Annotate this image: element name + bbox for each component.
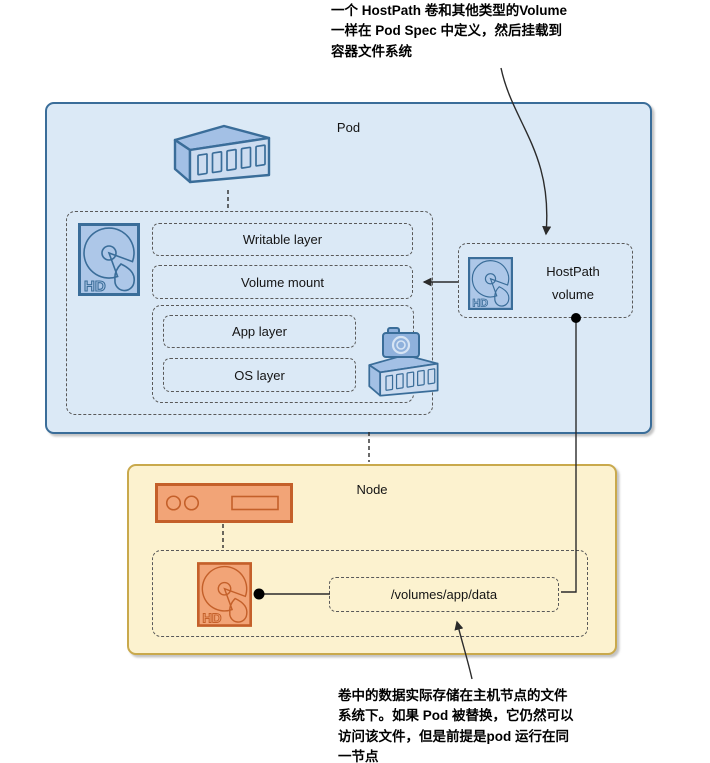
bottom-annotation-line: 一节点 [338, 749, 379, 763]
node-disk-icon [198, 563, 251, 626]
writable-layer-label: Writable layer [242, 232, 323, 247]
hostpath-volume-label: HostPath volume [517, 260, 629, 306]
host-path-box: /volumes/app/data [329, 577, 559, 612]
app-layer-box: App layer [163, 315, 356, 348]
hostpath-volume-box: HostPath volume [458, 243, 633, 318]
top-annotation-line: 容器文件系统 [331, 43, 412, 59]
bottom-annotation-line: 卷中的数据实际存储在主机节点的文件 [338, 688, 568, 703]
os-layer-box: OS layer [163, 358, 356, 392]
camera-icon [382, 327, 420, 358]
hostpath-label-line2: volume [552, 287, 594, 302]
container-icon [173, 124, 271, 184]
writable-layer-box: Writable layer [152, 223, 413, 256]
top-annotation-line: 一样在 Pod Spec 中定义，然后挂载到 [331, 23, 563, 39]
node-filesystem-box [152, 550, 588, 637]
pod-box: Pod [45, 102, 652, 434]
os-layer-label: OS layer [234, 367, 285, 383]
hostpath-disk-icon [469, 258, 512, 310]
top-annotation: 一个 HostPath 卷和其他类型的Volume 一样在 Pod Spec 中… [331, 1, 567, 62]
bottom-annotation: 卷中的数据实际存储在主机节点的文件 系统下。如果 Pod 被替换，它仍然可以 访… [338, 686, 574, 763]
hostpath-label-line1: HostPath [546, 264, 600, 279]
server-unit-icon [155, 483, 293, 523]
app-layer-label: App layer [232, 324, 287, 339]
hard-disk-icon [79, 224, 139, 295]
bottom-annotation-line: 系统下。如果 Pod 被替换，它仍然可以 [338, 708, 574, 724]
container-image-icon [368, 327, 439, 397]
bottom-annotation-line: 访问该文件，但是前提是pod 运行在同 [338, 728, 569, 744]
node-title: Node [356, 482, 388, 497]
top-annotation-line: 一个 HostPath 卷和其他类型的Volume [331, 3, 568, 18]
volume-mount-box: Volume mount [152, 265, 413, 299]
pod-title: Pod [336, 120, 361, 135]
volume-mount-label: Volume mount [240, 274, 325, 290]
container-filesystem-box [66, 211, 433, 415]
host-path-label: /volumes/app/data [390, 587, 498, 602]
